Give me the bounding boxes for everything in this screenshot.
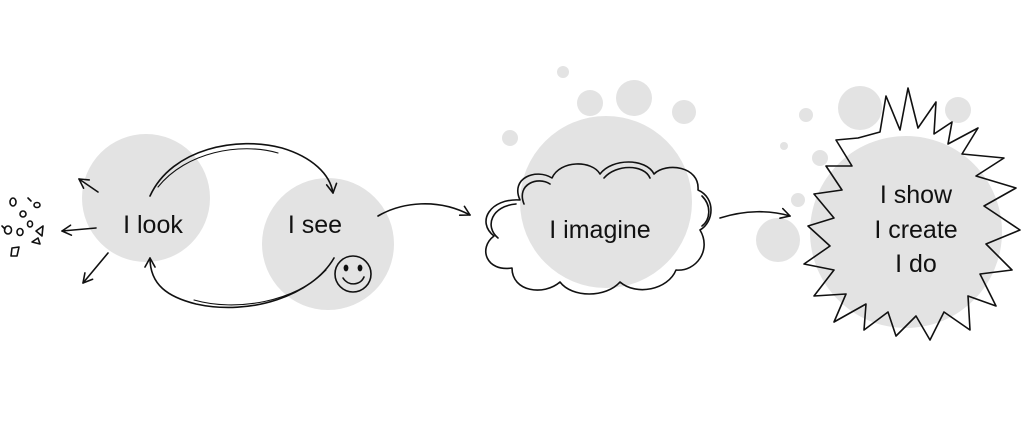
blob-imagine-bubble — [616, 80, 652, 116]
scattered-shapes-icon — [1, 197, 44, 257]
label-see: I see — [288, 211, 342, 239]
blob-imagine-bubble — [557, 66, 569, 78]
label-do: I do — [895, 250, 937, 278]
look-outward-arrows — [61, 178, 109, 284]
blob-do-bubble — [799, 108, 813, 122]
blob-do-bubble — [756, 218, 800, 262]
blob-imagine-bubble — [595, 139, 617, 161]
blob-imagine-bubble — [672, 100, 696, 124]
arrow-see-to-imagine — [377, 203, 471, 217]
imagine-cloud-echo — [490, 166, 710, 239]
do-starburst-outline — [803, 87, 1021, 341]
blob-look — [82, 134, 210, 262]
blob-do-bubble — [812, 150, 828, 166]
arrow-look-to-see-echo — [157, 148, 279, 188]
blob-do-bubble — [780, 142, 788, 150]
arrow-icon — [82, 252, 109, 284]
arrow-icon — [78, 178, 99, 193]
blob-imagine-bubble — [502, 130, 518, 146]
label-show: I show — [880, 181, 953, 209]
blob-see — [262, 178, 394, 310]
smiley-face-icon — [334, 255, 372, 293]
blob-imagine — [520, 116, 692, 288]
arrow-see-to-look-echo — [193, 269, 327, 306]
background-blobs — [82, 66, 1002, 328]
label-imagine: I imagine — [549, 216, 650, 244]
look-see-cycle — [144, 142, 338, 309]
arrow-look-to-see — [149, 142, 338, 197]
blob-do-bubble — [791, 193, 805, 207]
blob-do-bubble — [945, 97, 971, 123]
label-create: I create — [874, 216, 957, 244]
label-look: I look — [123, 211, 183, 239]
arrow-icon — [61, 224, 97, 236]
blob-do-bubble — [838, 86, 882, 130]
imagine-cloud-outline — [484, 161, 712, 295]
blob-do — [810, 136, 1002, 328]
arrow-imagine-to-do — [719, 207, 791, 220]
blob-imagine-bubble — [577, 90, 603, 116]
